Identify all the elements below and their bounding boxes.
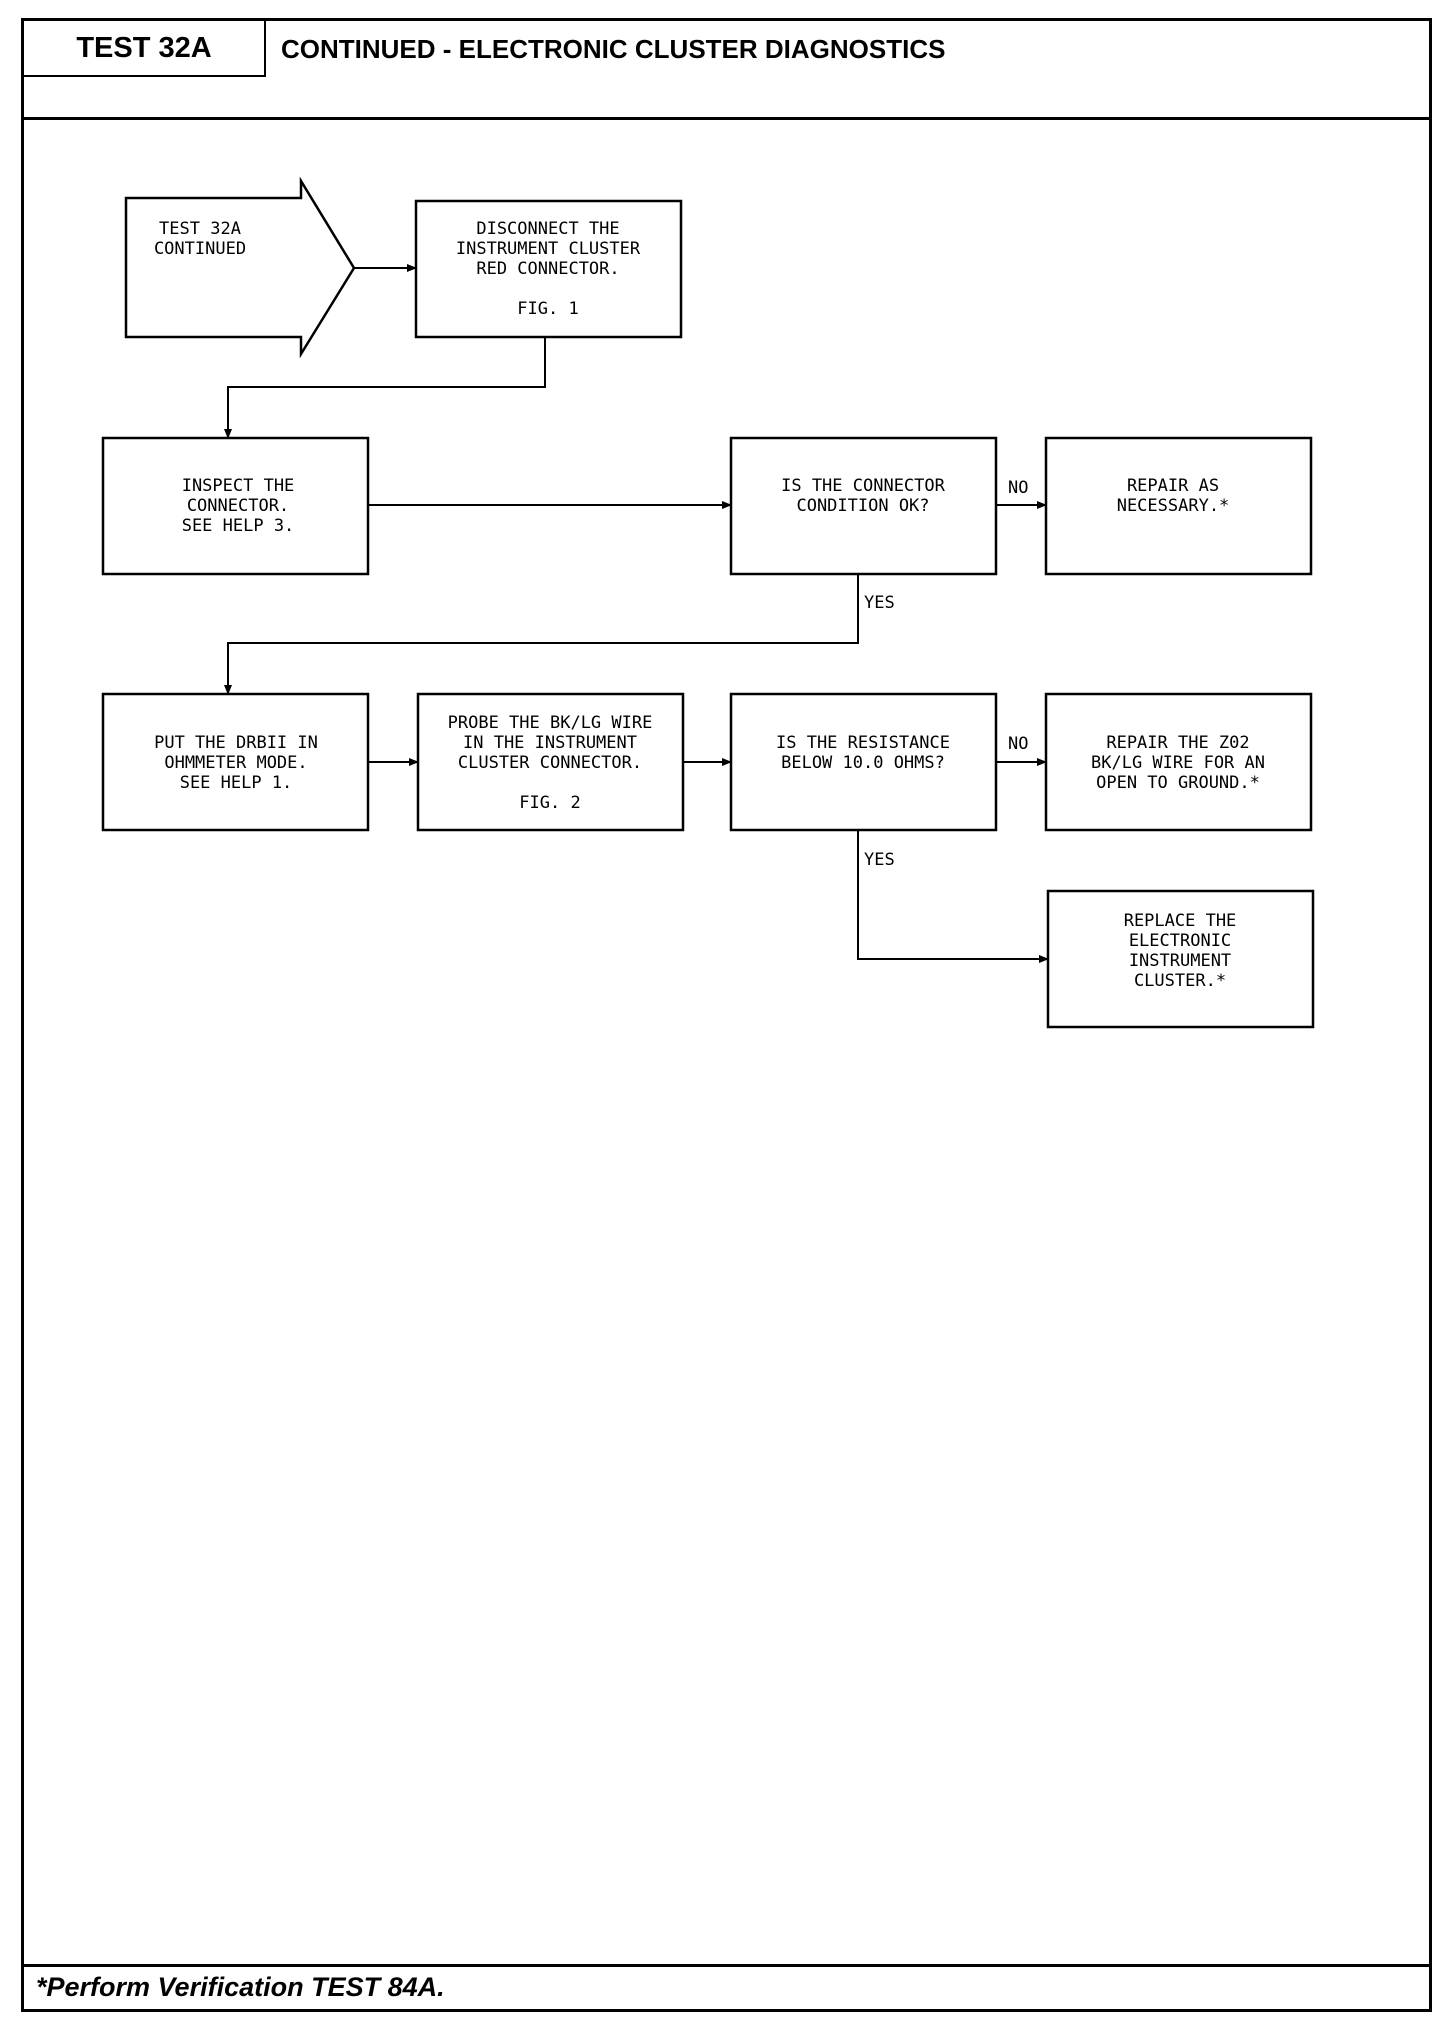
connector-question-text: IS THE CONNECTOR CONDITION OK? — [781, 476, 946, 516]
start-label: TEST 32A CONTINUED — [154, 219, 246, 259]
svg-text:CLUSTER.*: CLUSTER.* — [1134, 971, 1226, 991]
svg-text:REPAIR THE Z02: REPAIR THE Z02 — [1106, 733, 1249, 753]
svg-text:FIG. 1: FIG. 1 — [517, 299, 578, 319]
svg-text:OPEN TO GROUND.*: OPEN TO GROUND.* — [1096, 773, 1260, 793]
svg-text:REPLACE THE: REPLACE THE — [1124, 911, 1237, 931]
svg-text:NECESSARY.*: NECESSARY.* — [1117, 496, 1230, 516]
page-title: CONTINUED - ELECTRONIC CLUSTER DIAGNOSTI… — [281, 34, 946, 64]
disconnect-to-inspect-arrow — [224, 337, 546, 439]
resistance-no-label: NO — [1008, 734, 1028, 754]
svg-text:DISCONNECT THE: DISCONNECT THE — [476, 219, 619, 239]
svg-text:OHMMETER MODE.: OHMMETER MODE. — [164, 753, 307, 773]
resistance-yes-label: YES — [864, 850, 895, 870]
svg-text:BELOW 10.0 OHMS?: BELOW 10.0 OHMS? — [781, 753, 945, 773]
svg-text:PROBE THE BK/LG WIRE: PROBE THE BK/LG WIRE — [448, 713, 653, 733]
page-frame — [21, 18, 1432, 2012]
footer-divider — [24, 1964, 1432, 1967]
header-divider — [24, 117, 1432, 120]
probe-text: PROBE THE BK/LG WIRE IN THE INSTRUMENT C… — [448, 713, 653, 813]
resistance-yes-arrow — [857, 830, 1049, 963]
svg-text:IS THE RESISTANCE: IS THE RESISTANCE — [776, 733, 950, 753]
svg-text:ELECTRONIC: ELECTRONIC — [1129, 931, 1231, 951]
svg-text:PUT THE DRBII IN: PUT THE DRBII IN — [154, 733, 318, 753]
disconnect-text: DISCONNECT THE INSTRUMENT CLUSTER RED CO… — [456, 219, 641, 319]
svg-text:CLUSTER CONNECTOR.: CLUSTER CONNECTOR. — [458, 753, 642, 773]
svg-text:INSTRUMENT: INSTRUMENT — [1129, 951, 1231, 971]
svg-text:RED CONNECTOR.: RED CONNECTOR. — [476, 259, 619, 279]
verification-note: *Perform Verification TEST 84A. — [36, 1972, 445, 2002]
svg-text:CONNECTOR.: CONNECTOR. — [187, 496, 289, 516]
resistance-question-text: IS THE RESISTANCE BELOW 10.0 OHMS? — [776, 733, 950, 773]
svg-text:FIG. 2: FIG. 2 — [519, 793, 580, 813]
connector-no-label: NO — [1008, 478, 1028, 498]
svg-text:INSPECT THE: INSPECT THE — [182, 476, 295, 496]
start-arrow-shape — [124, 176, 356, 359]
repair-necessary-text: REPAIR AS NECESSARY.* — [1117, 476, 1230, 516]
test-number: TEST 32A — [24, 21, 266, 77]
svg-text:INSTRUMENT CLUSTER: INSTRUMENT CLUSTER — [456, 239, 641, 259]
svg-text:IS THE CONNECTOR: IS THE CONNECTOR — [781, 476, 946, 496]
inspect-text: INSPECT THE CONNECTOR. SEE HELP 3. — [182, 476, 295, 536]
svg-text:SEE HELP 1.: SEE HELP 1. — [180, 773, 293, 793]
svg-text:IN THE INSTRUMENT: IN THE INSTRUMENT — [463, 733, 637, 753]
svg-text:REPAIR AS: REPAIR AS — [1127, 476, 1219, 496]
svg-text:TEST 32A: TEST 32A — [159, 219, 241, 239]
svg-text:CONDITION OK?: CONDITION OK? — [796, 496, 929, 516]
svg-text:SEE HELP 3.: SEE HELP 3. — [182, 516, 295, 536]
svg-text:CONTINUED: CONTINUED — [154, 239, 246, 259]
svg-text:BK/LG WIRE FOR AN: BK/LG WIRE FOR AN — [1091, 753, 1265, 773]
connector-yes-arrow — [224, 574, 859, 695]
drb-text: PUT THE DRBII IN OHMMETER MODE. SEE HELP… — [154, 733, 318, 793]
connector-yes-label: YES — [864, 593, 895, 613]
replace-text: REPLACE THE ELECTRONIC INSTRUMENT CLUSTE… — [1124, 911, 1237, 991]
repair-z02-text: REPAIR THE Z02 BK/LG WIRE FOR AN OPEN TO… — [1091, 733, 1265, 793]
